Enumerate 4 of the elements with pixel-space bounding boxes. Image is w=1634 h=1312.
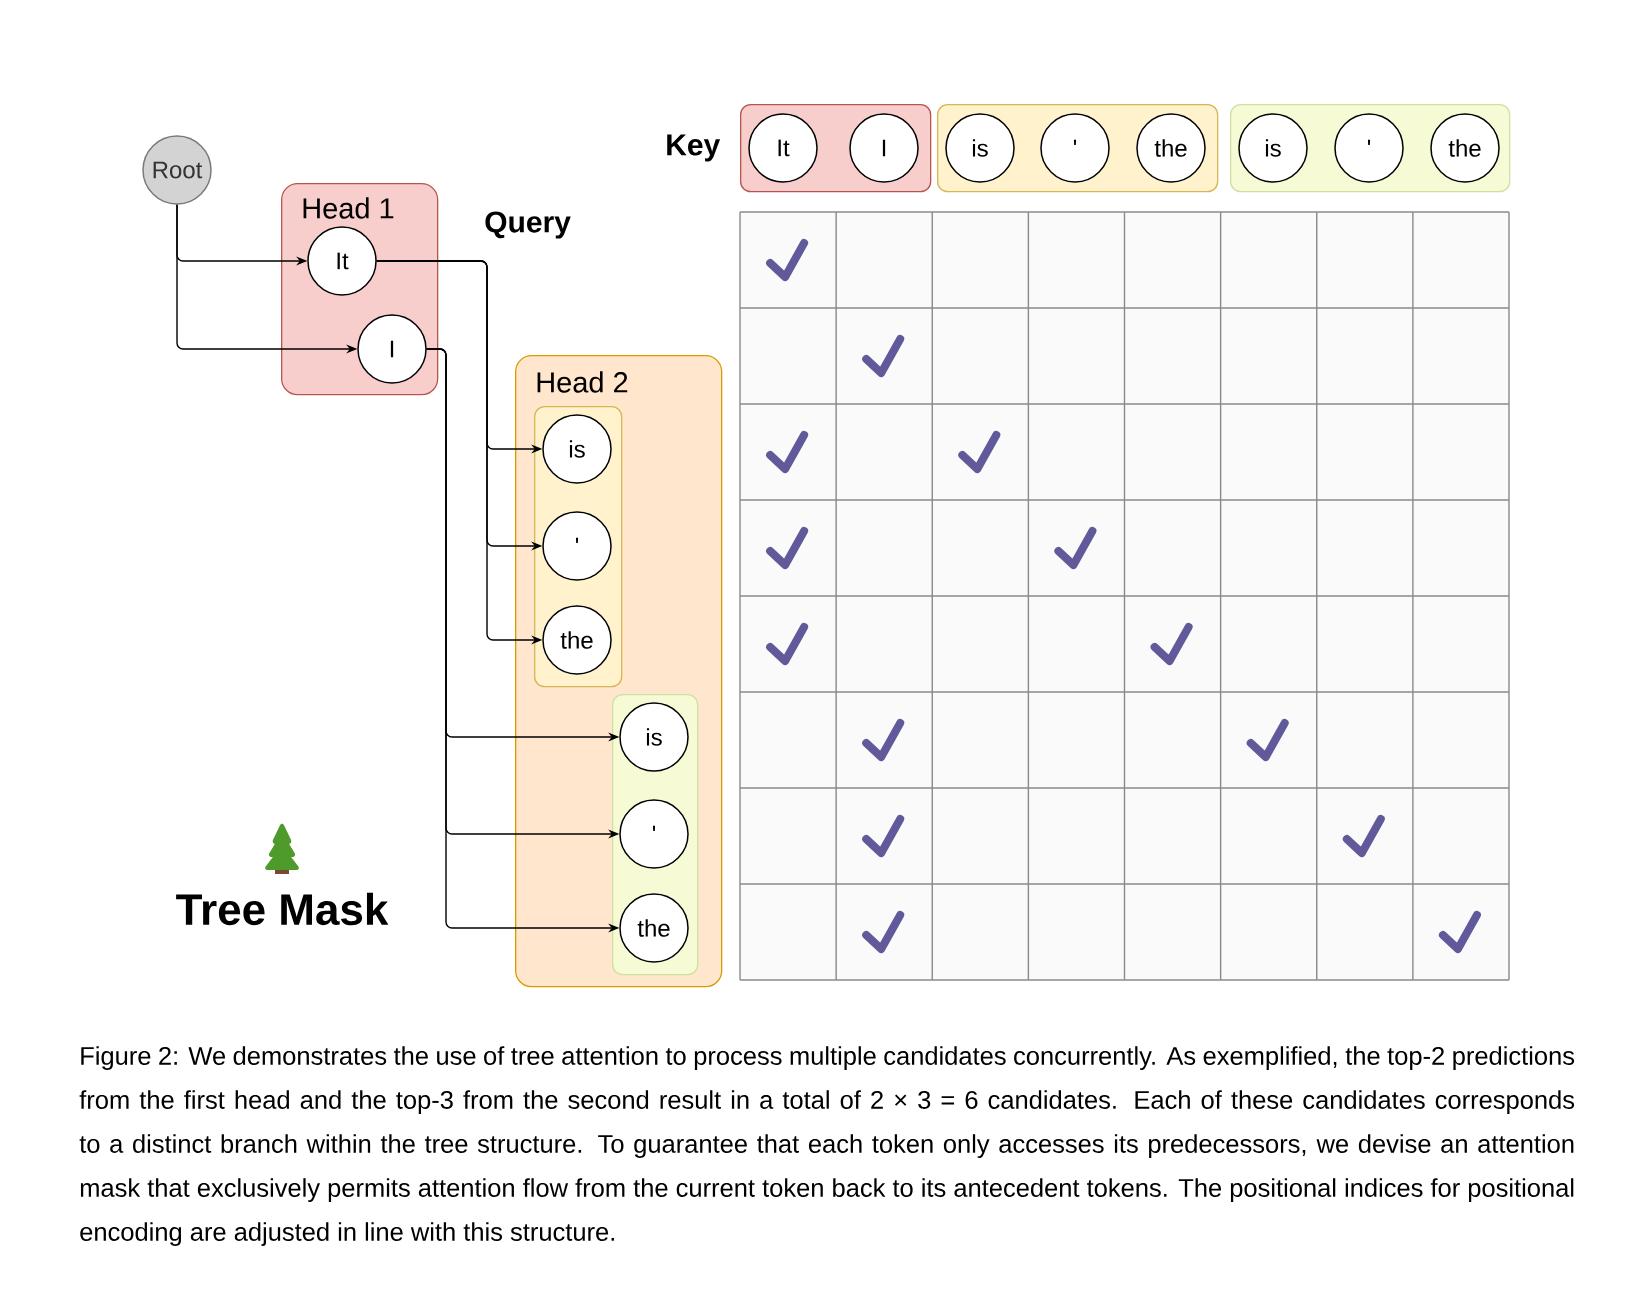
axis-heading: Key bbox=[667, 134, 721, 162]
diagram-title: Tree Mask bbox=[176, 892, 389, 926]
caption: Figure 2: We demonstrates the use of tree attention to process multiple candidates concurrently. As exemplified, the top-2 predictions from the first head and the top-3 from the second result in a total of 2 × 3 = 6 candidates. Each of these candidates corresponds to a distinct branch within the tree structure. To guarantee that each token only accesses its predecessors, we devise an attention mask that exclusively permits attention flow from the current token back to its antecedent tokens. The positional indices for positional encoding are adjusted in line with this structure. bbox=[79, 1046, 1575, 1246]
axis-heading: Query bbox=[485, 211, 571, 239]
